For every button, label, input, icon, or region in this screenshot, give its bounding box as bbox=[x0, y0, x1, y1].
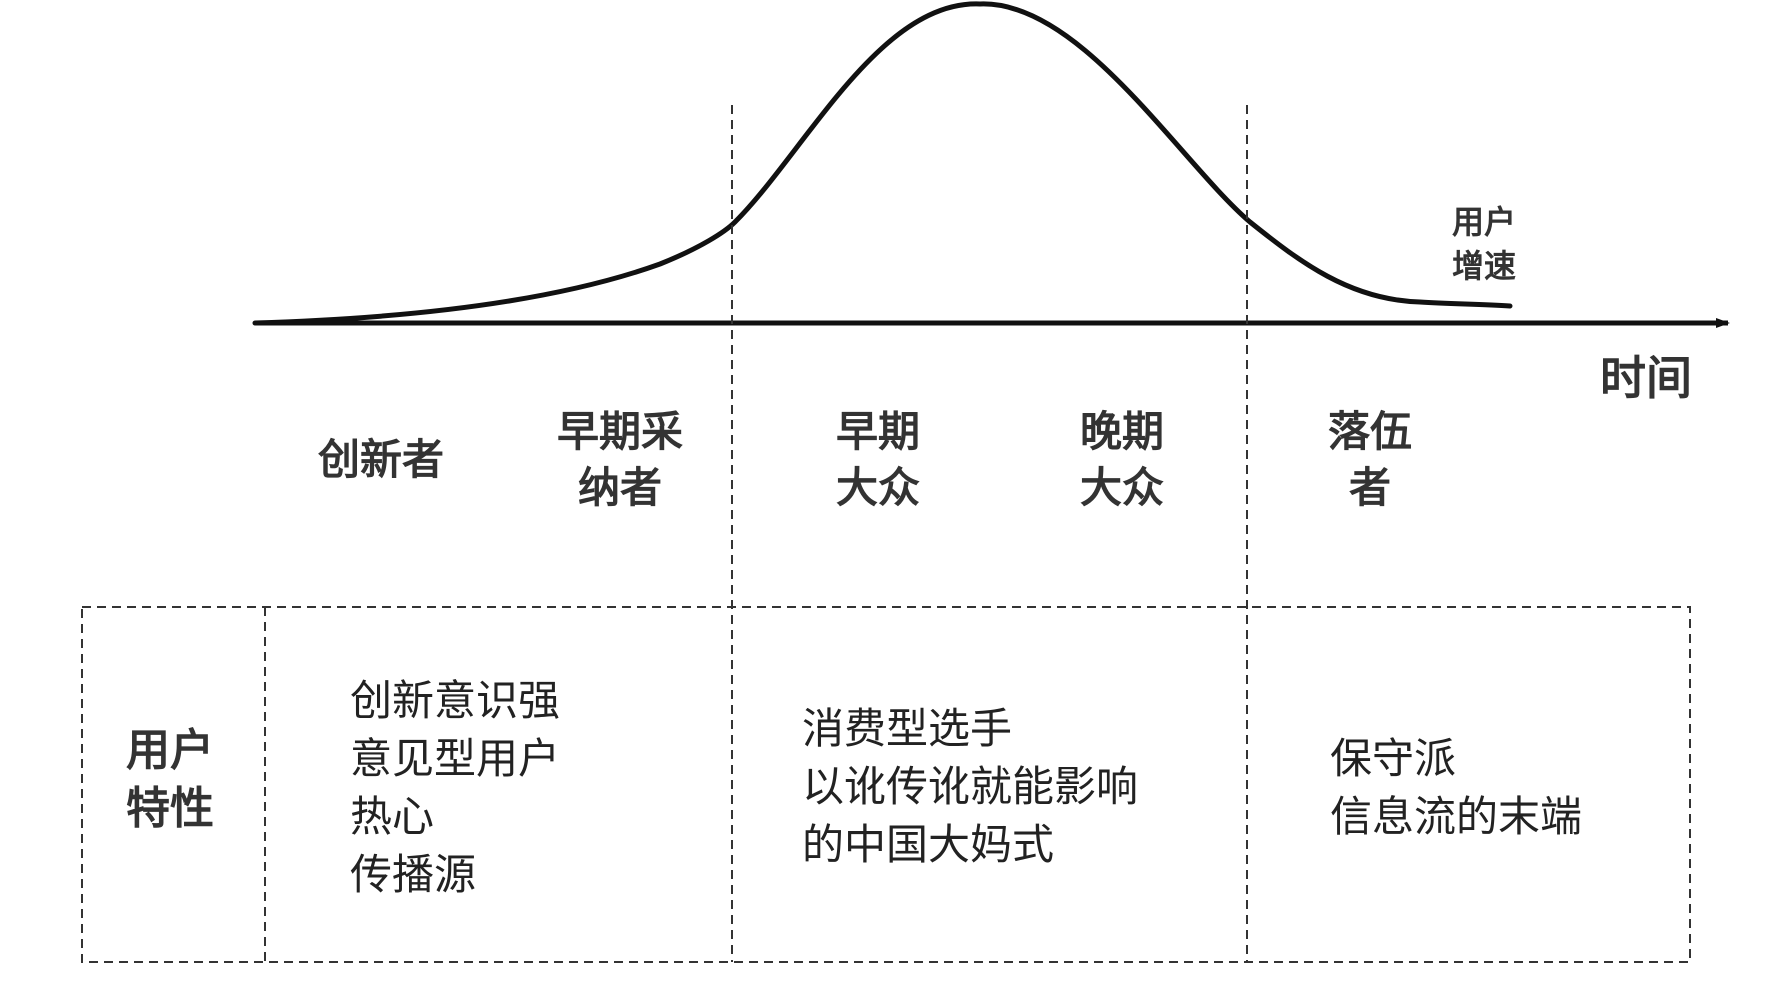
segment-laggards: 落伍 者 bbox=[1328, 407, 1413, 512]
segment-innovators: 创新者 bbox=[318, 435, 445, 484]
table-cell-majority: 消费型选手 以讹传讹就能影响 的中国大妈式 bbox=[802, 704, 1139, 869]
adoption-curve bbox=[252, 1, 1513, 326]
characteristics-table bbox=[81, 606, 1691, 963]
curve-label: 用户 增速 bbox=[1452, 203, 1517, 285]
axis-label: 时间 bbox=[1600, 351, 1692, 405]
segment-early-majority: 早期 大众 bbox=[836, 407, 921, 512]
table-cell-innovators-early-adopters: 创新意识强 意见型用户 热心 传播源 bbox=[350, 676, 561, 899]
table-header-user-traits: 用户 特性 bbox=[126, 725, 214, 834]
segment-late-majority: 晚期 大众 bbox=[1080, 407, 1165, 512]
segment-early-adopters: 早期采 纳者 bbox=[557, 407, 684, 512]
table-cell-laggards: 保守派 信息流的末端 bbox=[1330, 734, 1583, 841]
